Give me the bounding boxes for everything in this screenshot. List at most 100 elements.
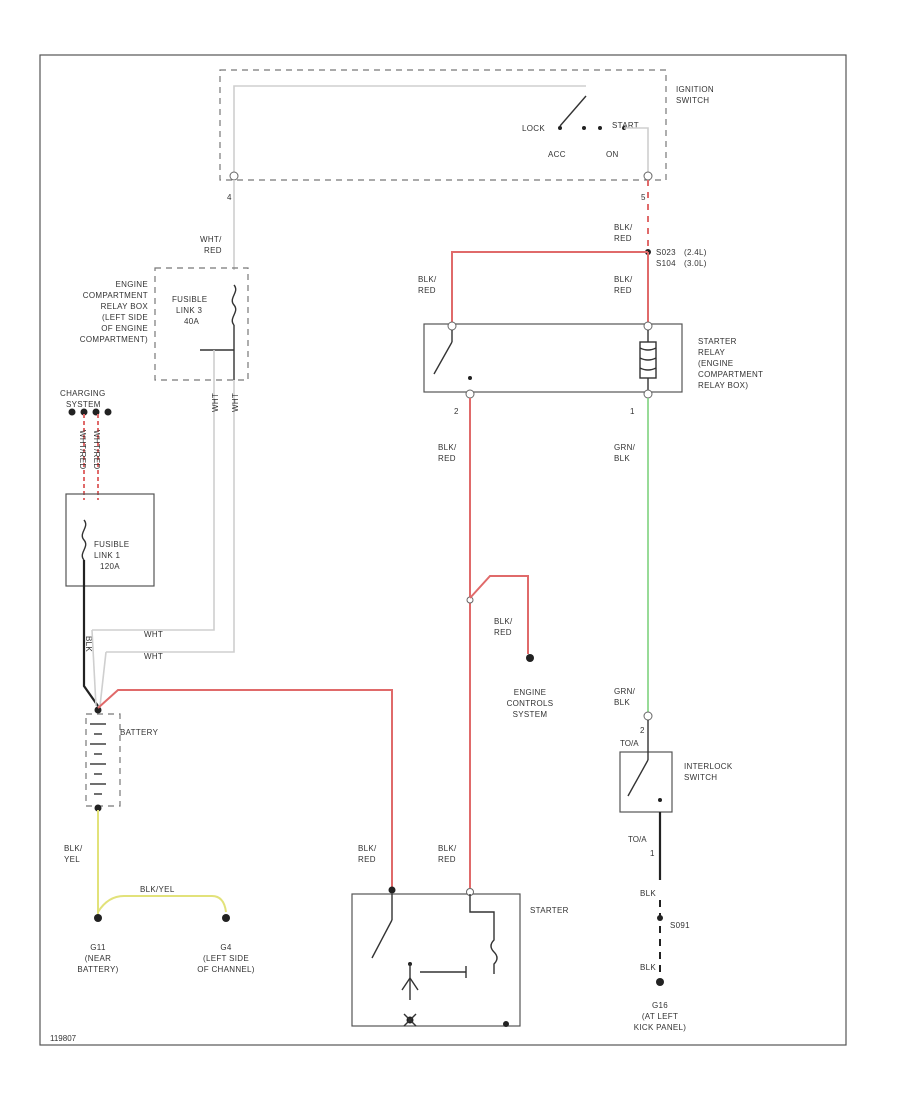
ignition-internal-wire [233,85,586,172]
relay-coil-feed-label: BLK/ RED [614,275,633,295]
svg-text:ENGINE: ENGINE [116,280,148,289]
starter-relay-pin-2: 2 [454,407,459,416]
svg-text:SYSTEM: SYSTEM [66,400,101,409]
interlock-switch-label: INTERLOCK SWITCH [684,762,733,782]
starter-relay-box [423,323,683,393]
engine-controls-wire [469,575,529,654]
svg-text:GRN/: GRN/ [614,443,636,452]
figure-id: 119807 [50,1034,77,1043]
svg-text:SWITCH: SWITCH [676,96,709,105]
battery-ground-cable-label: BLK/ YEL [64,844,83,864]
svg-text:BLK/: BLK/ [494,617,513,626]
splice-label: S023 (2.4L) S104 (3.0L) [656,248,707,268]
ignition-start-wire [624,127,649,172]
wht-wire-label-1: WHT [144,630,163,639]
engine-compartment-relay-box [154,267,249,381]
fusible-link-3-label: FUSIBLE LINK 3 40A [172,295,207,326]
starter-solenoid-wire-label-bottom: BLK/ RED [438,844,457,864]
fusible-link-1-box [65,493,155,587]
svg-text:RELAY: RELAY [698,348,726,357]
ground-g16-label: G16 (AT LEFT KICK PANEL) [634,1001,686,1032]
ignition-switch-label: IGNITION SWITCH [676,85,714,105]
svg-text:CONTROLS: CONTROLS [507,699,554,708]
fusible-link-3-symbol [231,284,237,326]
fusible-link-1-label: FUSIBLE LINK 1 120A [94,540,129,571]
splice-s091 [657,915,663,921]
ground-g4-label: G4 (LEFT SIDE OF CHANNEL) [197,943,254,974]
splice-s091-label: S091 [670,921,690,930]
battery-label: BATTERY [120,728,159,737]
fusible-link-3-wire-label-1: WHT [211,393,220,412]
interlock-note-bottom: TO/A [628,835,647,844]
starter-solenoid-wire-label-top: BLK/ RED [438,443,457,463]
interlock-switch-box [619,751,673,813]
svg-text:(LEFT SIDE: (LEFT SIDE [203,954,249,963]
svg-text:(ENGINE: (ENGINE [698,359,733,368]
svg-text:RED: RED [614,286,632,295]
svg-text:FUSIBLE: FUSIBLE [172,295,207,304]
fusible-link-1-symbol [81,519,87,561]
charging-system-label: CHARGING SYSTEM [60,389,105,409]
svg-text:(NEAR: (NEAR [85,954,111,963]
ignition-start-label: START [612,121,639,130]
svg-text:RELAY BOX): RELAY BOX) [698,381,748,390]
svg-text:G11: G11 [90,943,106,952]
svg-text:STARTER: STARTER [698,337,737,346]
svg-text:OF ENGINE: OF ENGINE [101,324,148,333]
svg-text:BLK/: BLK/ [614,223,633,232]
svg-text:RED: RED [418,286,436,295]
svg-text:WHT/: WHT/ [200,235,222,244]
svg-text:BLK: BLK [614,454,630,463]
svg-text:YEL: YEL [64,855,80,864]
svg-text:RED: RED [438,855,456,864]
interlock-ground-wire-label-1: BLK [640,889,656,898]
ignition-acc-label: ACC [548,150,566,159]
relay-switch-feed-label: BLK/ RED [418,275,437,295]
starter-relay-label: STARTER RELAY (ENGINE COMPARTMENT RELAY … [698,337,763,390]
svg-text:RELAY BOX: RELAY BOX [101,302,149,311]
svg-text:INTERLOCK: INTERLOCK [684,762,733,771]
ignition-pin-4: 4 [227,193,232,202]
charging-feed-wire-label-1: WHT/RED [78,430,87,469]
svg-text:G4: G4 [220,943,232,952]
diagram-frame [39,54,847,1046]
ignition-on-label: ON [606,150,619,159]
svg-text:BLK: BLK [614,698,630,707]
battery-negative-terminal [94,804,102,812]
svg-text:RED: RED [204,246,222,255]
battery-symbol [90,723,106,795]
engine-controls-wire-label: BLK/ RED [494,617,513,637]
svg-text:RED: RED [438,454,456,463]
svg-text:(2.4L): (2.4L) [684,248,707,257]
svg-text:S104: S104 [656,259,676,268]
fusible-link-3-output-wire-1 [92,350,215,631]
svg-text:RED: RED [358,855,376,864]
svg-text:BATTERY): BATTERY) [77,965,118,974]
starter-motor-contact [371,919,393,959]
interlock-note-top: TO/A [620,739,639,748]
svg-text:(AT LEFT: (AT LEFT [642,1012,678,1021]
ground-g11 [94,914,102,922]
svg-text:FUSIBLE: FUSIBLE [94,540,129,549]
svg-text:G16: G16 [652,1001,668,1010]
ground-g4 [222,914,230,922]
fusible-link-3-wire-label-2: WHT [231,393,240,412]
battery-box [85,713,121,807]
svg-text:120A: 120A [100,562,120,571]
starter-label: STARTER [530,906,569,915]
starter-relay-contact [433,341,453,375]
svg-text:LINK 3: LINK 3 [176,306,203,315]
fusible-link-3-wire-top-label: WHT/ RED [200,235,222,255]
interlock-pin-1: 1 [650,849,655,858]
svg-text:COMPARTMENT: COMPARTMENT [698,370,763,379]
interlock-switch-contact [627,759,649,797]
svg-text:S023: S023 [656,248,676,257]
svg-text:LINK 1: LINK 1 [94,551,121,560]
interlock-ground-wire-label-2: BLK [640,963,656,972]
ignition-switch-contact [559,95,587,127]
battery-positive-cable-label: BLK [84,636,93,652]
starter-battery-cable-label: BLK/ RED [358,844,377,864]
svg-text:ENGINE: ENGINE [514,688,546,697]
body-ground-cable-label: BLK/YEL [140,885,175,894]
